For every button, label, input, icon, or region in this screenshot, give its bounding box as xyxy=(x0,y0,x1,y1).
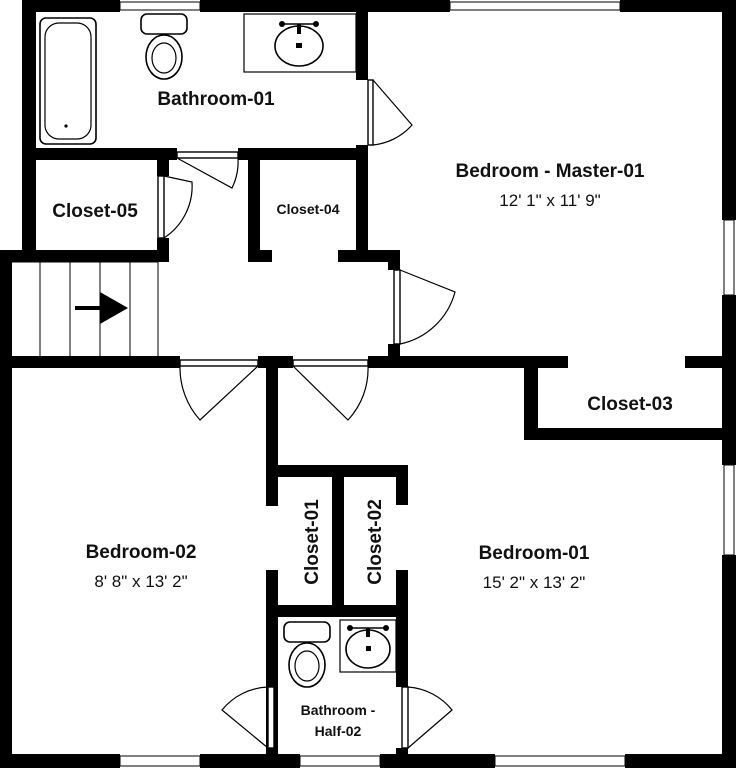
door-icon xyxy=(221,686,275,749)
window-icon xyxy=(723,464,735,556)
window-icon xyxy=(723,219,735,296)
room-label-bedroom-02: Bedroom-02 xyxy=(86,542,197,563)
room-label-bathroom-half-02-line1: Bathroom - xyxy=(301,702,376,718)
room-dimensions-bedroom-01: 15' 2" x 13' 2" xyxy=(483,573,586,592)
room-label-bedroom-01: Bedroom-01 xyxy=(479,543,590,564)
door-icon xyxy=(367,79,413,146)
door-icon xyxy=(179,359,259,421)
bathtub-icon xyxy=(39,17,97,145)
room-label-closet-04: Closet-04 xyxy=(276,201,339,217)
room-dimensions-master-bedroom: 12' 1" x 11' 9" xyxy=(499,191,600,210)
window-icon xyxy=(299,755,381,767)
doors xyxy=(157,79,456,749)
room-label-closet-05: Closet-05 xyxy=(52,201,138,222)
door-icon xyxy=(393,269,456,345)
room-label-closet-01: Closet-01 xyxy=(302,499,323,585)
room-label-closet-03: Closet-03 xyxy=(587,394,673,415)
room-dimensions-bedroom-02: 8' 8" x 13' 2" xyxy=(94,572,187,591)
sink-icon xyxy=(339,619,397,673)
stairs-icon xyxy=(12,261,159,356)
toilet-icon xyxy=(283,621,331,688)
room-label-closet-02: Closet-02 xyxy=(365,499,386,585)
toilet-icon xyxy=(140,13,188,80)
window-icon xyxy=(119,1,201,11)
window-icon xyxy=(119,755,201,767)
door-icon xyxy=(176,151,239,189)
door-icon xyxy=(401,686,453,749)
door-icon xyxy=(292,359,369,421)
direction-arrow-icon xyxy=(75,292,128,324)
door-icon xyxy=(157,175,193,239)
room-label-bathroom-01: Bathroom-01 xyxy=(157,89,275,110)
room-label-master-bedroom: Bedroom - Master-01 xyxy=(456,161,645,182)
windows xyxy=(119,1,735,767)
room-label-bathroom-half-02-line2: Half-02 xyxy=(315,723,362,739)
sink-icon xyxy=(243,13,357,73)
window-icon xyxy=(449,1,621,11)
window-icon xyxy=(494,755,626,767)
